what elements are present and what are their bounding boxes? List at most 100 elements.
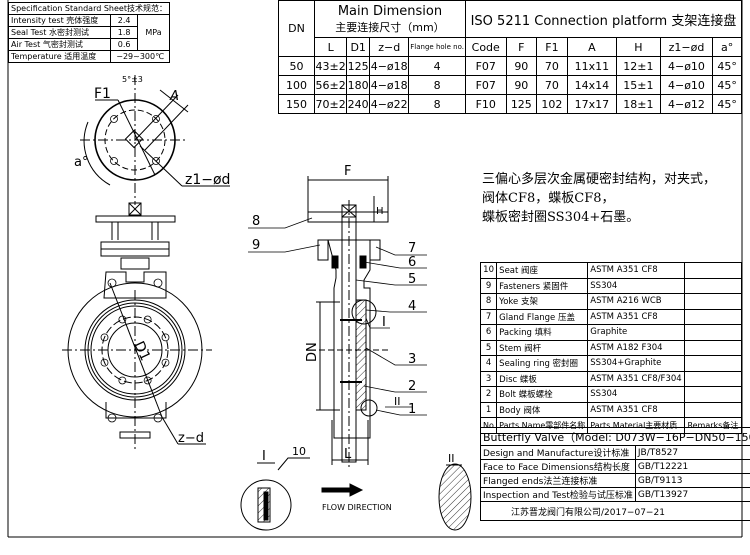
label-dn: DN bbox=[305, 342, 320, 362]
bolt-holes bbox=[110, 115, 160, 165]
table-cell: F07 bbox=[464, 56, 507, 76]
sheet-frame bbox=[7, 0, 743, 538]
table-cell: 4−ø18 bbox=[369, 56, 410, 76]
main-title: Main Dimension bbox=[337, 3, 443, 19]
note-line: 阀体CF8， bbox=[482, 191, 549, 206]
table-cell: 8 bbox=[408, 94, 466, 114]
label-angle-tolerance: 5°±3 bbox=[122, 75, 143, 84]
table-cell: 45° bbox=[712, 56, 742, 76]
table-cell: 18±1 bbox=[616, 94, 661, 114]
table-cell: 240 bbox=[346, 94, 371, 114]
note-line: 蝶板密封圈SS304+石墨。 bbox=[482, 210, 640, 225]
table-cell: 150 bbox=[278, 94, 315, 114]
dn-header: DN bbox=[278, 0, 315, 57]
note-line: 三偏心多层次金属硬密封结构，对夹式， bbox=[482, 172, 717, 187]
lug-hole bbox=[107, 278, 117, 288]
table-cell: 4−ø10 bbox=[659, 75, 714, 95]
lug-hole bbox=[153, 278, 163, 288]
top-view-flange bbox=[80, 75, 230, 205]
front-view-valve bbox=[62, 202, 212, 450]
table-cell: 70 bbox=[536, 56, 568, 76]
label-f: F bbox=[344, 164, 351, 179]
label-a: A bbox=[169, 89, 179, 104]
table-cell: 11x11 bbox=[566, 56, 618, 76]
callout-1: 1 bbox=[408, 402, 416, 417]
footer-company-date: 江苏晋龙阀门有限公司/2017−07−21 bbox=[480, 501, 750, 521]
bolt-hole bbox=[100, 333, 109, 342]
table-cell: 50 bbox=[278, 56, 315, 76]
table-cell: 4−ø22 bbox=[369, 94, 410, 114]
label-angle: a° bbox=[74, 155, 88, 170]
callout-6: 6 bbox=[408, 255, 416, 270]
note-line: 蝶板CF8， bbox=[548, 191, 615, 206]
callout-7: 7 bbox=[408, 241, 416, 256]
iso-header: ISO 5211 Connection platform 支架连接盘 bbox=[464, 0, 743, 38]
lug-hole bbox=[153, 413, 163, 423]
detail-views bbox=[240, 457, 472, 531]
front-bolt-holes bbox=[100, 278, 170, 423]
table-cell: 17x17 bbox=[566, 94, 618, 114]
side-view-section bbox=[248, 176, 427, 497]
spec-label: Temperature 适用温度 bbox=[7, 50, 112, 63]
label-f1: F1 bbox=[94, 86, 111, 102]
table-cell: 4 bbox=[479, 355, 498, 372]
bolt-hole bbox=[118, 315, 127, 324]
table-cell: 45° bbox=[712, 94, 742, 114]
side-view-labels: F H DN L FLOW DIRECTION 8 9 7 6 5 4 3 2 … bbox=[252, 164, 455, 512]
table-cell: 56±2 bbox=[313, 75, 348, 95]
flow-direction-label: FLOW DIRECTION bbox=[322, 503, 392, 512]
bolt-hole bbox=[143, 315, 152, 324]
label-z1-d: z1−ød bbox=[185, 172, 230, 188]
callout-8: 8 bbox=[252, 214, 260, 229]
table-cell: 102 bbox=[536, 94, 568, 114]
column-header: a° bbox=[712, 37, 742, 57]
detail-i-title: I bbox=[262, 449, 266, 464]
table-cell: 125 bbox=[505, 94, 538, 114]
spec-value: −29~300℃ bbox=[110, 50, 170, 63]
front-view-labels: D1 z−d bbox=[130, 339, 204, 446]
callout-3: 3 bbox=[408, 352, 416, 367]
top-view-labels: F1 A 5°±3 a° z1−ød bbox=[74, 75, 230, 188]
detail-i-marker: I bbox=[382, 315, 386, 330]
spec-sheet-table: Specification Standard Sheet技术规范： Intens… bbox=[7, 2, 170, 63]
construction-note: 三偏心多层次金属硬密封结构，对夹式， 阀体CF8，蝶板CF8， 蝶板密封圈SS3… bbox=[482, 170, 716, 227]
bolt-hole bbox=[118, 376, 127, 385]
callout-4: 4 bbox=[408, 299, 416, 314]
label-z-d: z−d bbox=[178, 431, 204, 446]
bolt-hole bbox=[161, 358, 170, 367]
table-cell: F10 bbox=[464, 94, 507, 114]
main-subtitle: 主要连接尺寸（mm） bbox=[335, 20, 445, 34]
callout-2: 2 bbox=[408, 379, 416, 394]
detail-ii-marker: II bbox=[394, 395, 401, 408]
table-cell: 8 bbox=[479, 293, 498, 310]
label-d1: D1 bbox=[130, 339, 153, 364]
bolt-hole bbox=[161, 333, 170, 342]
table-cell: 70±2 bbox=[313, 94, 348, 114]
callout-9: 9 bbox=[252, 238, 260, 253]
detail-ii-title: II bbox=[448, 452, 455, 465]
callout-10: 10 bbox=[292, 445, 306, 458]
model-title: Butterfly Valve（Model: D073W−16P−DN50−15… bbox=[480, 427, 750, 446]
label-l: L bbox=[344, 447, 352, 462]
callout-leaders bbox=[248, 217, 427, 416]
standards-table: Butterfly Valve（Model: D073W−16P−DN50−15… bbox=[480, 427, 750, 521]
bolt-hole bbox=[143, 376, 152, 385]
table-cell: 9 bbox=[479, 277, 498, 294]
column-header: L bbox=[313, 37, 348, 57]
